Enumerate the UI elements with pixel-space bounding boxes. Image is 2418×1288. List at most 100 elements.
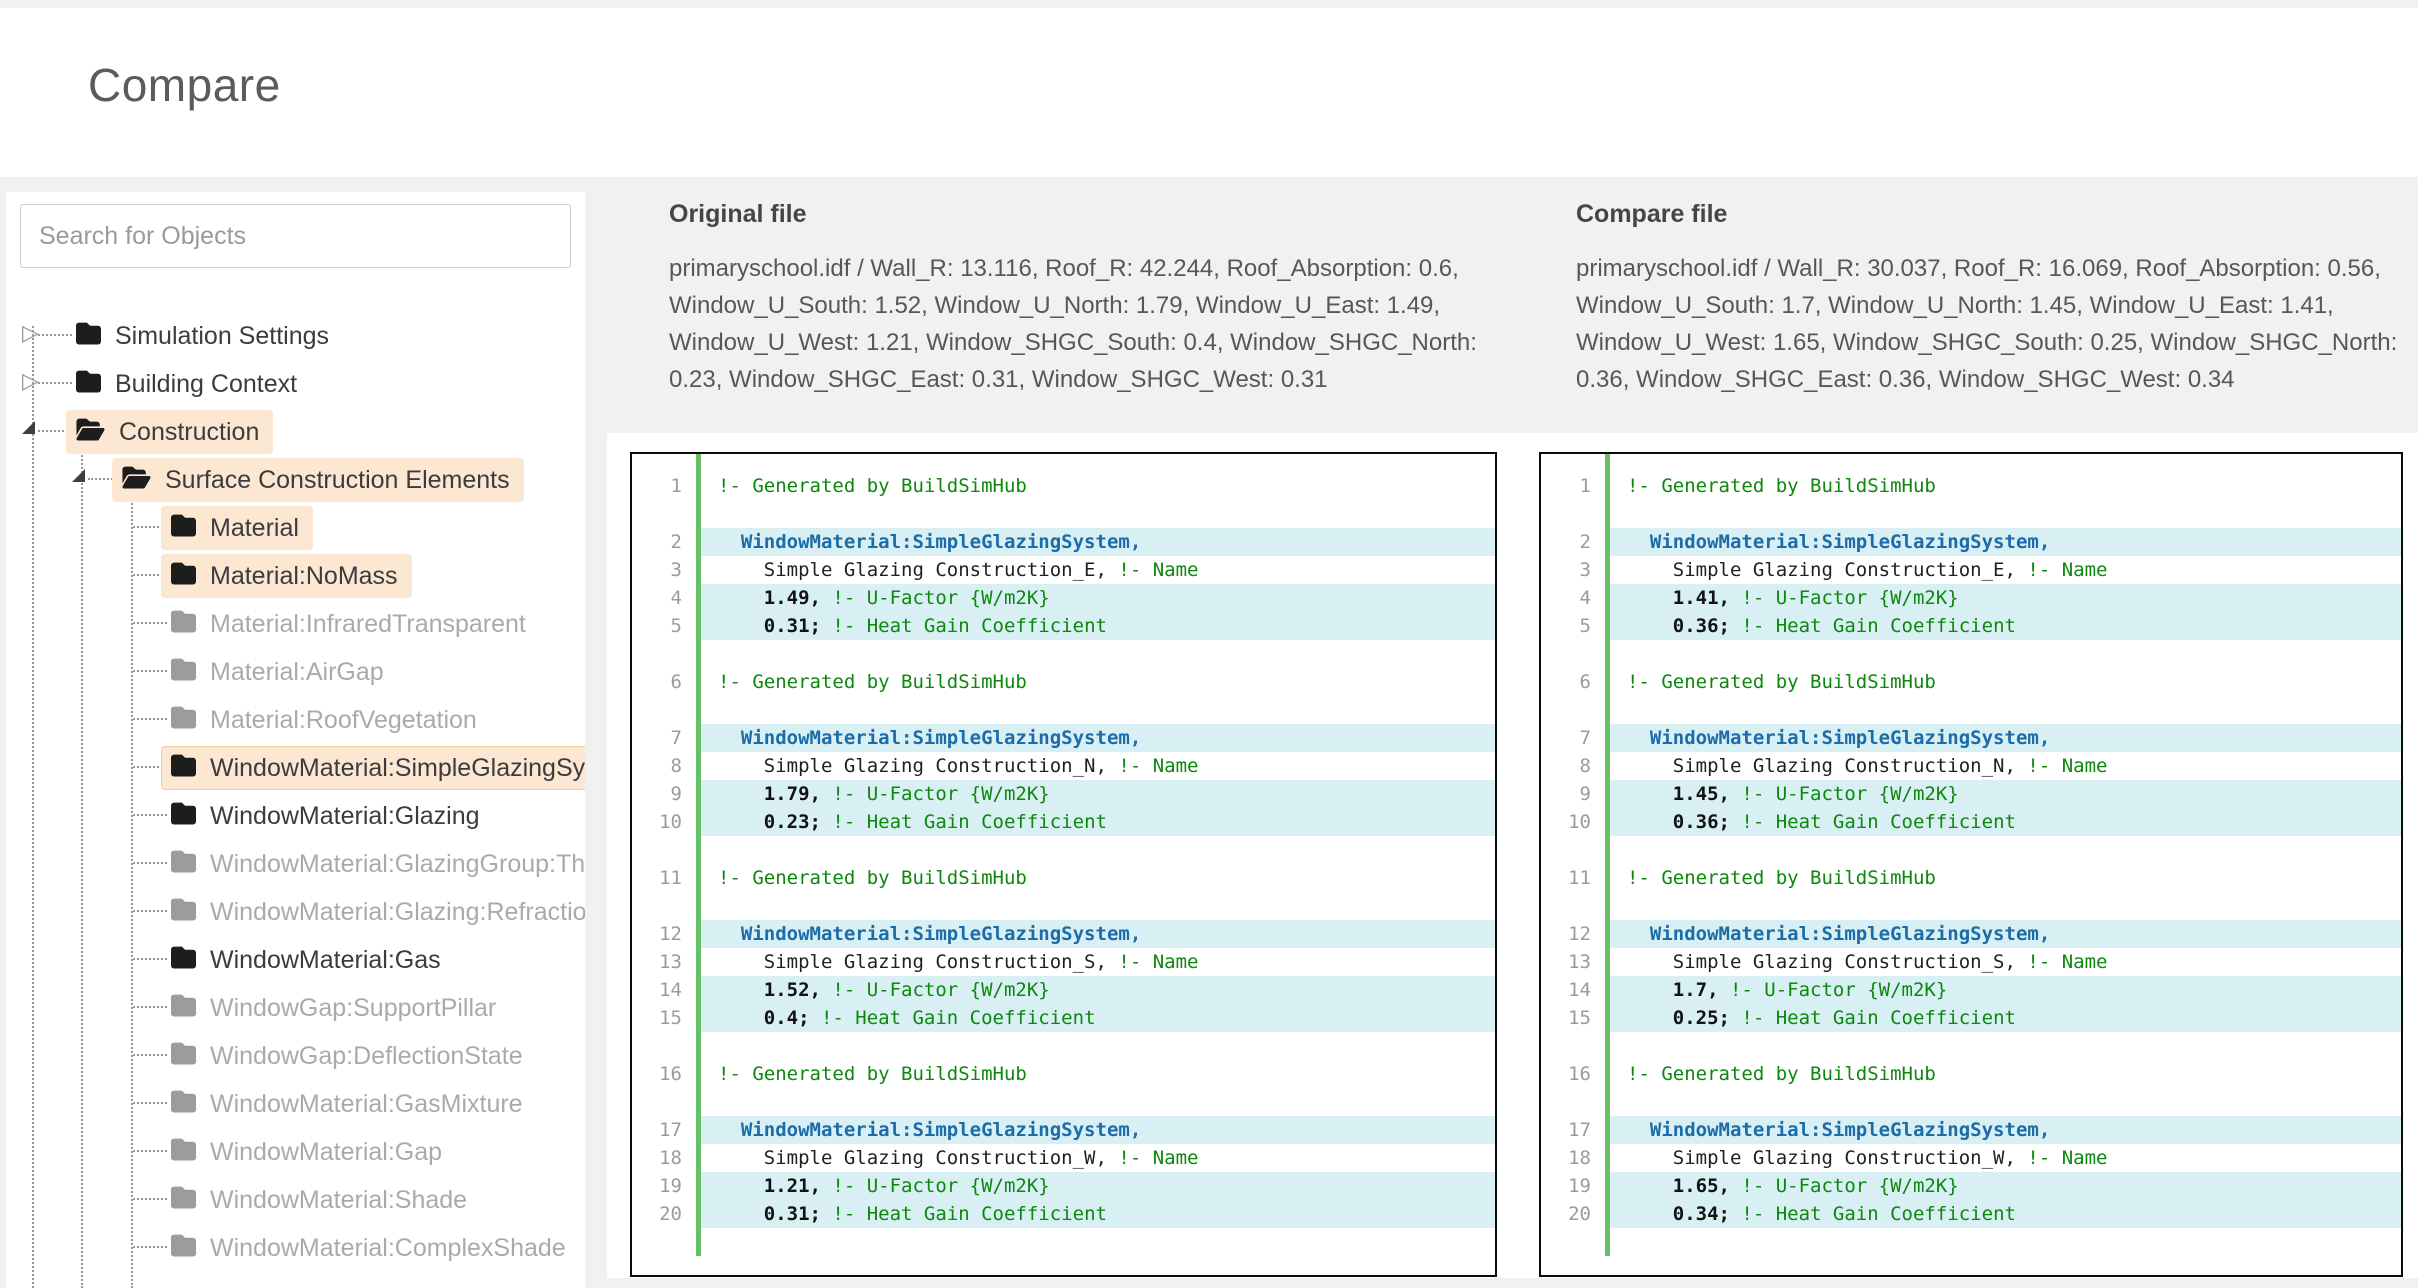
tree-connector-line xyxy=(133,1246,167,1248)
tree-item-label: Material:NoMass xyxy=(210,561,398,590)
line-number xyxy=(632,836,696,864)
line-number: 11 xyxy=(659,867,682,889)
line-number: 14 xyxy=(1568,979,1591,1001)
tree-item: WindowMaterial:ComplexShade xyxy=(6,1224,585,1272)
tree-node-windowgap-supportpillar[interactable]: WindowGap:SupportPillar xyxy=(161,986,510,1030)
tree-item: Material:AirGap xyxy=(6,648,585,696)
tree-node-material[interactable]: Material xyxy=(161,506,313,550)
code-blank-line xyxy=(1541,1088,2401,1116)
code-blank-line xyxy=(1541,892,2401,920)
code-line: 18 Simple Glazing Construction_W, !- Nam… xyxy=(632,1144,1495,1172)
tree-item: WindowMaterial:SimpleGlazingSystem xyxy=(6,744,585,792)
code-line: 4 1.49, !- U-Factor {W/m2K} xyxy=(632,584,1495,612)
code-text xyxy=(701,1088,1495,1116)
tree-item: WindowMaterial:Gap xyxy=(6,1128,585,1176)
tree-item-label: WindowGap:SupportPillar xyxy=(210,993,497,1022)
code-line: 14 1.52, !- U-Factor {W/m2K} xyxy=(632,976,1495,1004)
tree-node-material-nomass[interactable]: Material:NoMass xyxy=(161,554,412,598)
tree-node-windowmaterial-simpleglazingsystem[interactable]: WindowMaterial:SimpleGlazingSystem xyxy=(161,746,585,790)
tree-item-label: WindowMaterial:Glazing xyxy=(210,801,480,830)
tree-node-windowmaterial-shade[interactable]: WindowMaterial:Shade xyxy=(161,1178,481,1222)
code-line: 10 0.36; !- Heat Gain Coefficient xyxy=(1541,808,2401,836)
expander-collapsed-icon[interactable]: ▷ xyxy=(22,369,39,394)
line-number: 18 xyxy=(1568,1147,1591,1169)
original-file-heading: Original file xyxy=(669,200,807,228)
tree-item: Material:InfraredTransparent xyxy=(6,600,585,648)
tree-node-simulation-settings[interactable]: Simulation Settings xyxy=(66,314,343,358)
line-number: 11 xyxy=(1568,867,1591,889)
code-line: 14 1.7, !- U-Factor {W/m2K} xyxy=(1541,976,2401,1004)
line-number: 10 xyxy=(1568,811,1591,833)
code-text xyxy=(1610,1228,2401,1256)
code-blank-line xyxy=(632,640,1495,668)
code-line: 12 WindowMaterial:SimpleGlazingSystem, xyxy=(632,920,1495,948)
code-line: 20 0.31; !- Heat Gain Coefficient xyxy=(632,1200,1495,1228)
code-text: !- Generated by BuildSimHub xyxy=(718,1063,1027,1085)
tree-connector-line xyxy=(38,382,72,384)
code-text: !- Generated by BuildSimHub xyxy=(1627,671,1936,693)
search-input[interactable] xyxy=(20,204,571,268)
code-blank-line xyxy=(1541,696,2401,724)
code-text: 1.41, !- U-Factor {W/m2K} xyxy=(1610,584,2401,612)
tree-node-windowmaterial-gap[interactable]: WindowMaterial:Gap xyxy=(161,1130,456,1174)
line-number: 19 xyxy=(1568,1175,1591,1197)
page-header: Compare xyxy=(0,8,2418,177)
code-line: 20 0.34; !- Heat Gain Coefficient xyxy=(1541,1200,2401,1228)
tree-node-windowmaterial-gasmixture[interactable]: WindowMaterial:GasMixture xyxy=(161,1082,537,1126)
tree-node-material-infraredtransparent[interactable]: Material:InfraredTransparent xyxy=(161,602,540,646)
tree-node-windowmaterial-complexshade[interactable]: WindowMaterial:ComplexShade xyxy=(161,1226,580,1270)
code-text xyxy=(1610,892,2401,920)
folder-icon xyxy=(75,369,102,399)
code-text: 1.52, !- U-Factor {W/m2K} xyxy=(701,976,1495,1004)
line-number: 16 xyxy=(659,1063,682,1085)
code-line: 7 WindowMaterial:SimpleGlazingSystem, xyxy=(632,724,1495,752)
code-text xyxy=(1610,500,2401,528)
code-text xyxy=(1610,1088,2401,1116)
tree-item-label: Material xyxy=(210,513,299,542)
tree-node-windowmaterial-gas[interactable]: WindowMaterial:Gas xyxy=(161,938,455,982)
line-number xyxy=(632,500,696,528)
code-text: 0.25; !- Heat Gain Coefficient xyxy=(1610,1004,2401,1032)
tree-node-building-context[interactable]: Building Context xyxy=(66,362,311,406)
tree-node-windowmaterial-glazing-refractionextinctionmethod[interactable]: WindowMaterial:Glazing:RefractionExtinct… xyxy=(161,890,585,934)
tree-item: WindowMaterial:GlazingGroup:Thermochromi… xyxy=(6,840,585,888)
code-line: 1!- Generated by BuildSimHub xyxy=(1541,472,2401,500)
code-blank-line xyxy=(632,1032,1495,1060)
expander-expanded-icon[interactable] xyxy=(22,421,35,434)
line-number xyxy=(632,640,696,668)
tree-node-construction[interactable]: Construction xyxy=(66,410,274,454)
line-number: 20 xyxy=(659,1203,682,1225)
code-blank-line xyxy=(1541,500,2401,528)
code-line: 16!- Generated by BuildSimHub xyxy=(1541,1060,2401,1088)
expander-collapsed-icon[interactable]: ▷ xyxy=(22,321,39,346)
code-line: 16 !- Generated by BuildSimHub xyxy=(632,1060,1495,1088)
gutter-accent-bar xyxy=(1605,454,1610,1256)
line-number: 12 xyxy=(1568,923,1591,945)
line-number: 13 xyxy=(659,951,682,973)
code-text xyxy=(701,1228,1495,1256)
tree-branch-line xyxy=(81,444,83,1288)
tree-node-windowmaterial-glazing[interactable]: WindowMaterial:Glazing xyxy=(161,794,494,838)
line-number xyxy=(1541,1088,1605,1116)
line-number xyxy=(632,696,696,724)
line-number: 7 xyxy=(670,727,682,749)
line-number: 13 xyxy=(1568,951,1591,973)
tree-item-label: WindowMaterial:Shade xyxy=(210,1185,468,1214)
code-text: WindowMaterial:SimpleGlazingSystem, xyxy=(701,528,1495,556)
code-text: 0.34; !- Heat Gain Coefficient xyxy=(1610,1200,2401,1228)
tree-node-windowmaterial-glazinggroup-thermochromic[interactable]: WindowMaterial:GlazingGroup:Thermochromi… xyxy=(161,842,585,886)
expander-expanded-icon[interactable] xyxy=(72,469,85,482)
tree-connector-line xyxy=(133,910,167,912)
tree-node-surface-construction-elements[interactable]: Surface Construction Elements xyxy=(112,458,524,502)
tree-node-windowgap-deflectionstate[interactable]: WindowGap:DeflectionState xyxy=(161,1034,537,1078)
line-number xyxy=(1541,892,1605,920)
line-number: 3 xyxy=(1579,559,1591,581)
code-text: Simple Glazing Construction_N, !- Name xyxy=(1627,755,2108,777)
folder-open-icon xyxy=(75,417,106,447)
tree-item-label: WindowMaterial:SimpleGlazingSystem xyxy=(210,753,585,782)
tree-node-material-roofvegetation[interactable]: Material:RoofVegetation xyxy=(161,698,491,742)
tree-node-material-airgap[interactable]: Material:AirGap xyxy=(161,650,398,694)
